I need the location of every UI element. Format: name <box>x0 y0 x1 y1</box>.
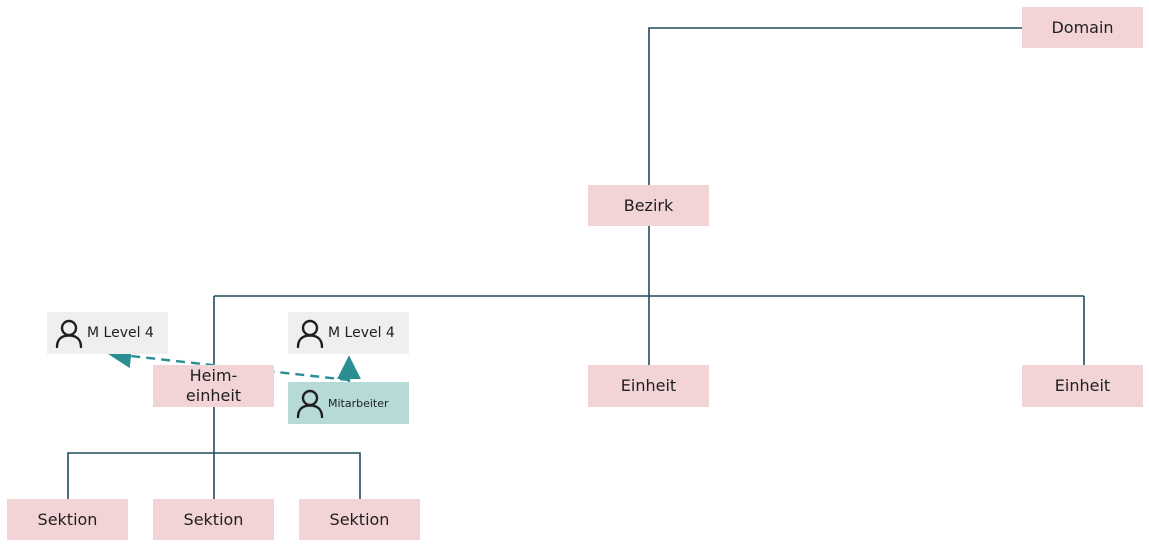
node-bezirk-label: Bezirk <box>623 195 674 215</box>
node-sektion-1[interactable]: Sektion <box>7 499 128 540</box>
node-sektion-2[interactable]: Sektion <box>153 499 274 540</box>
node-einheit-1-label: Einheit <box>620 376 677 395</box>
person-m-level-left-label: M Level 4 <box>87 325 154 341</box>
node-sektion-3[interactable]: Sektion <box>299 499 420 540</box>
node-bezirk[interactable]: Bezirk <box>588 185 709 226</box>
person-m-level-right-label: M Level 4 <box>328 325 395 341</box>
node-sektion-3-label: Sektion <box>329 509 390 529</box>
person-outline-icon <box>296 389 324 419</box>
node-einheit-1[interactable]: Einheit <box>588 365 709 407</box>
person-outline-icon <box>55 319 83 349</box>
node-domain[interactable]: Domain <box>1022 7 1143 48</box>
person-m-level-left[interactable]: M Level 4 <box>47 312 168 354</box>
node-heimeinheit[interactable]: Heim- einheit <box>153 365 274 407</box>
line-sektion-bar <box>67 452 361 499</box>
node-einheit-2[interactable]: Einheit <box>1022 365 1143 407</box>
node-einheit-2-label: Einheit <box>1054 376 1111 395</box>
person-m-level-right[interactable]: M Level 4 <box>288 312 409 354</box>
node-sektion-1-label: Sektion <box>37 509 98 529</box>
person-outline-icon <box>296 319 324 349</box>
person-mitarbeiter-label: Mitarbeiter <box>328 396 389 410</box>
node-domain-label: Domain <box>1051 17 1114 37</box>
node-sektion-2-label: Sektion <box>183 509 244 529</box>
person-mitarbeiter[interactable]: Mitarbeiter <box>288 382 409 424</box>
node-heimeinheit-label: Heim- einheit <box>185 366 242 405</box>
dashed-arrow-to-m-level-left <box>107 344 350 382</box>
line-domain-bezirk <box>648 27 1022 185</box>
